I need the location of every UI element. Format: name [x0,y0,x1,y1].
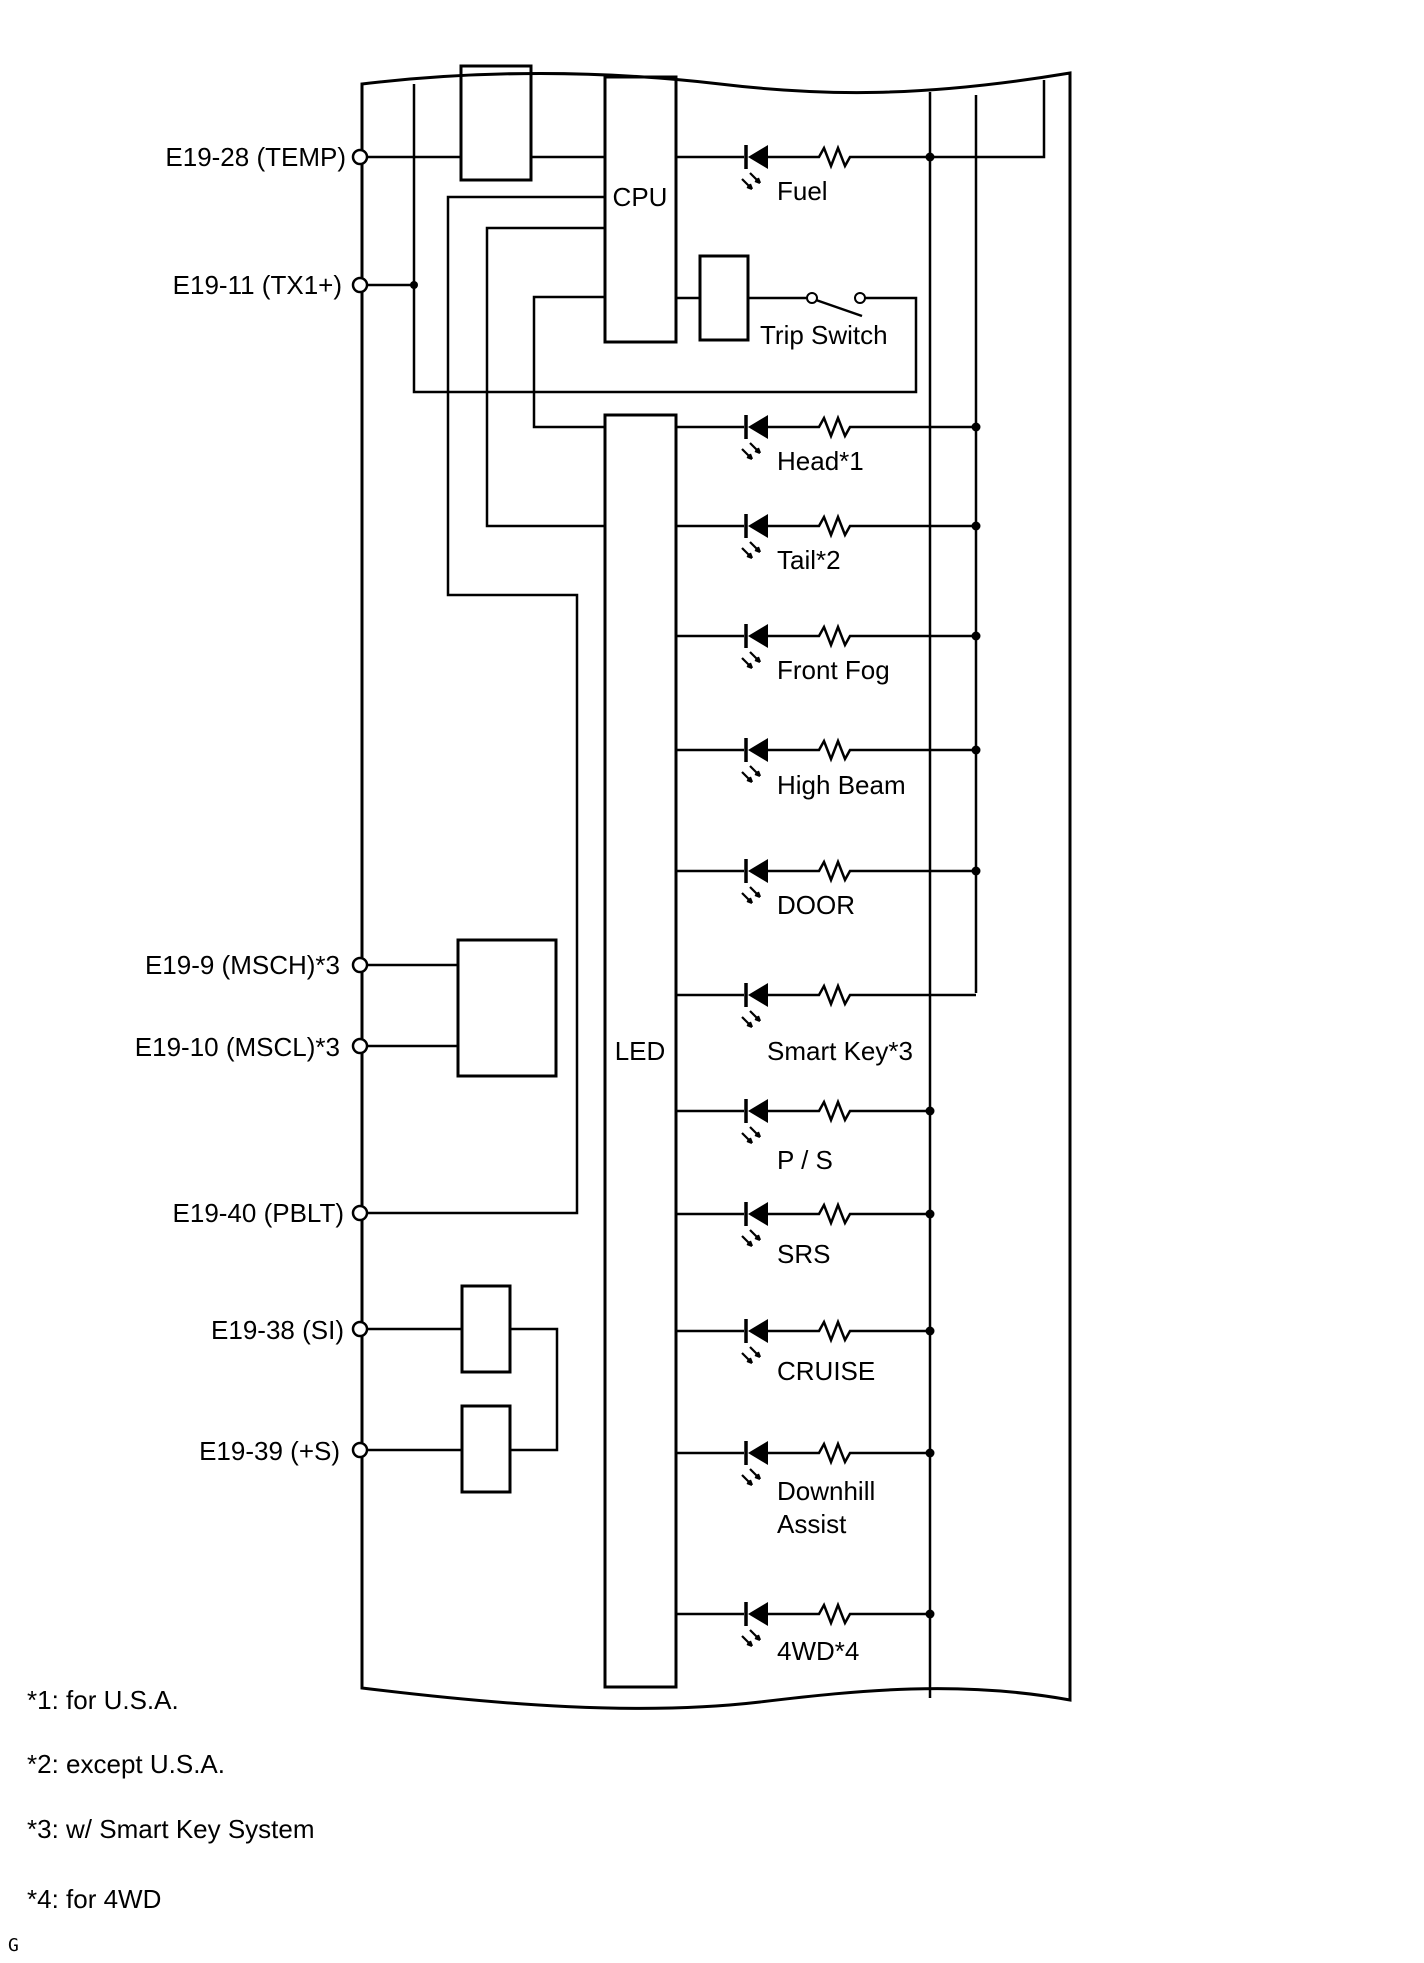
led-diode-icon [740,413,770,461]
resistor-icon [811,1100,861,1122]
led-diode-icon [740,1600,770,1648]
indicator-label: DOOR [777,890,855,920]
indicator-label: P / S [777,1145,833,1175]
terminal-tx1: E19-11 (TX1+) [173,270,342,300]
led-diode-icon [740,736,770,784]
resistor-icon [811,984,861,1006]
led-diode-icon [740,1317,770,1365]
led-block [603,413,678,1689]
smart-key-interface-box [456,938,558,1078]
resistor-icon [811,1603,861,1625]
indicator-row-9: CRUISE [676,1317,935,1386]
indicator-row-3: Front Fog [676,622,981,685]
junction-dot [925,1106,935,1116]
indicator-label: Tail*2 [777,545,841,575]
cpu-label: CPU [613,182,668,212]
terminal-mscl: E19-10 (MSCL)*3 [135,1032,340,1062]
terminal-temp: E19-28 (TEMP) [165,142,346,172]
si-box [460,1284,512,1374]
indicator-label: Front Fog [777,655,890,685]
indicator-row-11: 4WD*4 [676,1600,935,1666]
resistor-icon [811,625,861,647]
note-4: *4: for 4WD [27,1884,161,1914]
resistor-icon [811,1320,861,1342]
junction-dot [971,521,981,531]
resistor-icon [811,1203,861,1225]
junction-dot [971,422,981,432]
indicator-label: SRS [777,1239,830,1269]
note-2: *2: except U.S.A. [27,1749,225,1779]
junction-dot [971,866,981,876]
resistor-icon [811,739,861,761]
junction-dot [971,631,981,641]
temp-sensor-box [459,64,533,182]
indicator-label: Head*1 [777,446,864,476]
junction-dot [925,152,935,162]
resistor-icon [811,515,861,537]
resistor-icon [811,416,861,438]
indicator-label: CRUISE [777,1356,875,1386]
indicator-row-2: Tail*2 [676,512,981,575]
indicator-row-6: Smart Key*3 [676,981,976,1066]
led-diode-icon [740,981,770,1029]
s-box [460,1404,512,1494]
led-label: LED [615,1036,666,1066]
indicator-row-7: P / S [676,1097,935,1175]
corner-mark: G [8,1935,19,1956]
led-diode-icon [740,1200,770,1248]
led-diode-icon [740,857,770,905]
terminal-si: E19-38 (SI) [211,1315,344,1345]
led-diode-icon [740,622,770,670]
cpu-block [603,75,678,344]
junction-dot [971,745,981,755]
resistor-icon [811,1442,861,1464]
led-diode-icon [740,1439,770,1487]
resistor-icon [811,146,861,168]
indicator-label: High Beam [777,770,906,800]
led-diode-icon [740,1097,770,1145]
indicator-row-1: Head*1 [676,413,981,476]
terminal-s: E19-39 (+S) [199,1436,340,1466]
indicator-label: Assist [777,1509,847,1539]
trip-switch-relay-box [698,254,750,342]
resistor-icon [811,860,861,882]
indicator-label: Smart Key*3 [767,1036,913,1066]
junction-dot [925,1209,935,1219]
indicator-label: Fuel [777,176,828,206]
terminal-pblt: E19-40 (PBLT) [173,1198,344,1228]
indicator-label: 4WD*4 [777,1636,859,1666]
note-3: *3: w/ Smart Key System [27,1814,315,1844]
junction-dot [925,1609,935,1619]
trip-switch-label: Trip Switch [760,320,888,350]
ecu-outline [360,71,1072,1710]
junction-dot [925,1448,935,1458]
junction-dot [925,1326,935,1336]
terminal-msch: E19-9 (MSCH)*3 [145,950,340,980]
indicator-row-5: DOOR [676,857,981,920]
led-diode-icon [740,143,770,191]
led-diode-icon [740,512,770,560]
indicator-row-0: Fuel [676,143,935,206]
note-1: *1: for U.S.A. [27,1685,179,1715]
indicator-row-8: SRS [676,1200,935,1269]
indicator-label: Downhill [777,1476,875,1506]
indicator-row-4: High Beam [676,736,981,800]
